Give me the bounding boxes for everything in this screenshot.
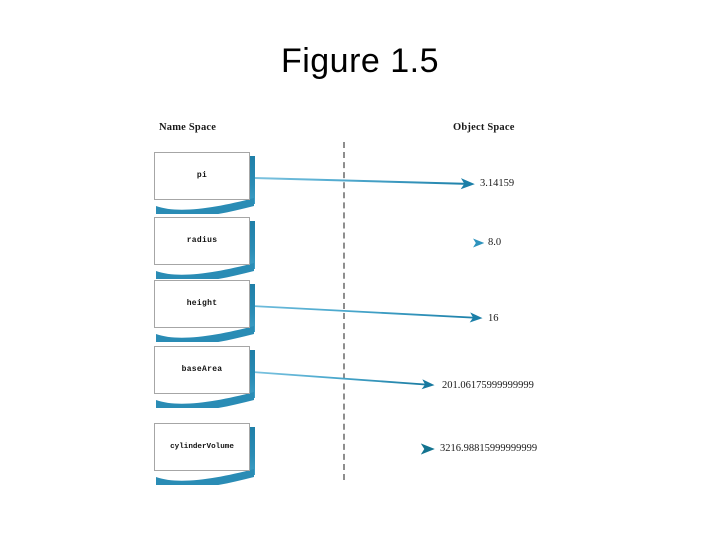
name-label-height: height (186, 299, 218, 308)
name-label-basearea: baseArea (181, 365, 223, 374)
arrow-basearea (251, 371, 435, 390)
name-label-cylindervolume: cylinderVolume (170, 443, 234, 451)
box-shadow-right-cylindervolume (249, 427, 255, 475)
value-radius: 8.0 (488, 237, 502, 248)
name-box-radius[interactable]: radius (154, 217, 266, 283)
arrow-pi (251, 177, 475, 190)
name-box-pi[interactable]: pi (154, 152, 266, 218)
arrow-height (251, 305, 483, 323)
name-box-height[interactable]: height (154, 280, 266, 346)
box-shadow-bottom-basearea (154, 390, 257, 412)
box-outline-basearea (154, 346, 250, 394)
namespace-objectspace-divider (343, 142, 345, 480)
name-label-radius: radius (186, 236, 218, 245)
value-basearea: 201.06175999999999 (442, 380, 534, 391)
box-shadow-bottom-height (154, 324, 257, 346)
box-outline-height (154, 280, 250, 328)
box-shadow-right-radius (249, 221, 255, 269)
name-box-basearea[interactable]: baseArea (154, 346, 266, 412)
box-shadow-bottom-pi (154, 196, 257, 218)
name-label-pi: pi (196, 171, 208, 180)
box-outline-pi (154, 152, 250, 200)
box-shadow-bottom-cylindervolume (154, 467, 257, 489)
page-title: Figure 1.5 (280, 42, 440, 80)
figure-diagram: Name Space Object Space (140, 110, 590, 490)
name-box-cylindervolume[interactable]: cylinderVolume (154, 423, 266, 489)
value-cylindervolume: 3216.98815999999999 (440, 443, 538, 454)
heading-object-space: Object Space (453, 122, 515, 133)
box-outline-cylindervolume (154, 423, 250, 471)
value-pi: 3.14159 (480, 178, 515, 189)
value-height: 16 (488, 313, 499, 324)
box-shadow-bottom-radius (154, 261, 257, 283)
heading-name-space: Name Space (159, 122, 217, 133)
box-outline-radius (154, 217, 250, 265)
